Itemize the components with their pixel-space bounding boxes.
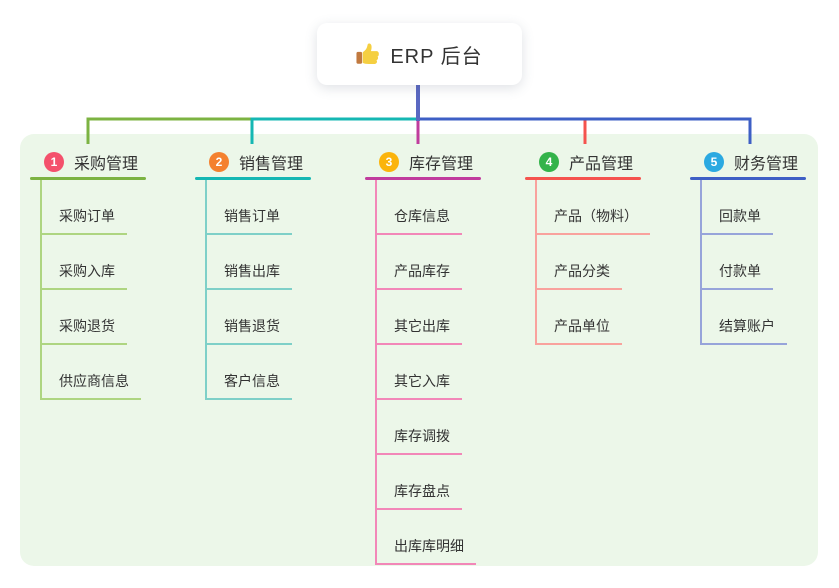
branch-title: 采购管理 bbox=[74, 156, 139, 173]
child-node[interactable]: 其它入库 bbox=[377, 345, 481, 400]
branch-inventory: 3 库存管理 仓库信息产品库存其它出库其它入库库存调拨库存盘点出库库明细 bbox=[365, 149, 481, 565]
branch-header-sales[interactable]: 2 销售管理 bbox=[195, 149, 311, 175]
child-node-label: 付款单 bbox=[702, 261, 773, 290]
branch-number-badge: 2 bbox=[209, 152, 229, 172]
child-node-label: 产品（物料） bbox=[537, 206, 650, 235]
branch-product: 4 产品管理 产品（物料） 产品分类产品单位 bbox=[525, 149, 650, 345]
child-node[interactable]: 付款单 bbox=[702, 235, 806, 290]
branch-children-list: 产品（物料） 产品分类产品单位 bbox=[535, 180, 650, 345]
branch-title: 销售管理 bbox=[239, 156, 304, 173]
child-node-label: 结算账户 bbox=[702, 316, 787, 345]
branch-number-badge: 1 bbox=[44, 152, 64, 172]
branch-underline bbox=[690, 177, 806, 180]
branch-title: 财务管理 bbox=[734, 156, 799, 173]
root-title: ERP 后台 bbox=[390, 45, 483, 68]
branch-sales: 2 销售管理 销售订单销售出库销售退货客户信息 bbox=[195, 149, 311, 400]
thumbs-up-icon bbox=[356, 42, 380, 66]
child-node-label: 客户信息 bbox=[207, 371, 292, 400]
child-node[interactable]: 结算账户 bbox=[702, 290, 806, 345]
branch-header-finance[interactable]: 5 财务管理 bbox=[690, 149, 806, 175]
child-node[interactable]: 供应商信息 bbox=[42, 345, 146, 400]
branch-underline bbox=[195, 177, 311, 180]
branch-underline bbox=[525, 177, 641, 180]
branch-header-product[interactable]: 4 产品管理 bbox=[525, 149, 650, 175]
child-node-label: 销售出库 bbox=[207, 261, 292, 290]
child-node[interactable]: 客户信息 bbox=[207, 345, 311, 400]
child-node-label: 产品库存 bbox=[377, 261, 462, 290]
branch-number-badge: 4 bbox=[539, 152, 559, 172]
branch-title: 库存管理 bbox=[409, 156, 474, 173]
branch-children-list: 销售订单销售出库销售退货客户信息 bbox=[205, 180, 311, 400]
child-node[interactable]: 采购订单 bbox=[42, 180, 146, 235]
child-node[interactable]: 库存盘点 bbox=[377, 455, 481, 510]
child-node[interactable]: 产品分类 bbox=[537, 235, 650, 290]
branch-children-list: 仓库信息产品库存其它出库其它入库库存调拨库存盘点出库库明细 bbox=[375, 180, 481, 565]
branch-number-badge: 5 bbox=[704, 152, 724, 172]
child-node[interactable]: 产品单位 bbox=[537, 290, 650, 345]
child-node[interactable]: 销售订单 bbox=[207, 180, 311, 235]
child-node-label: 采购入库 bbox=[42, 261, 127, 290]
child-node[interactable]: 库存调拨 bbox=[377, 400, 481, 455]
branches-panel bbox=[20, 134, 818, 566]
branch-header-procurement[interactable]: 1 采购管理 bbox=[30, 149, 146, 175]
branch-number-badge: 3 bbox=[379, 152, 399, 172]
child-node-label: 仓库信息 bbox=[377, 206, 462, 235]
child-node[interactable]: 产品（物料） bbox=[537, 180, 650, 235]
branch-underline bbox=[365, 177, 481, 180]
child-node[interactable]: 其它出库 bbox=[377, 290, 481, 345]
root-node[interactable]: ERP 后台 bbox=[317, 23, 522, 85]
child-node-label: 产品单位 bbox=[537, 316, 622, 345]
branch-children-list: 回款单付款单结算账户 bbox=[700, 180, 806, 345]
branch-procurement: 1 采购管理 采购订单采购入库采购退货供应商信息 bbox=[30, 149, 146, 400]
child-node-label: 采购订单 bbox=[42, 206, 127, 235]
child-node[interactable]: 出库库明细 bbox=[377, 510, 481, 565]
child-node-label: 其它入库 bbox=[377, 371, 462, 400]
child-node-label: 销售订单 bbox=[207, 206, 292, 235]
child-node-label: 产品分类 bbox=[537, 261, 622, 290]
child-node[interactable]: 销售退货 bbox=[207, 290, 311, 345]
child-node-label: 其它出库 bbox=[377, 316, 462, 345]
child-node[interactable]: 回款单 bbox=[702, 180, 806, 235]
child-node[interactable]: 仓库信息 bbox=[377, 180, 481, 235]
branch-children-list: 采购订单采购入库采购退货供应商信息 bbox=[40, 180, 146, 400]
child-node[interactable]: 销售出库 bbox=[207, 235, 311, 290]
child-node-label: 库存调拨 bbox=[377, 426, 462, 455]
child-node-label: 库存盘点 bbox=[377, 481, 462, 510]
child-node-label: 销售退货 bbox=[207, 316, 292, 345]
child-node[interactable]: 采购入库 bbox=[42, 235, 146, 290]
child-node-label: 采购退货 bbox=[42, 316, 127, 345]
branch-header-inventory[interactable]: 3 库存管理 bbox=[365, 149, 481, 175]
child-node-label: 出库库明细 bbox=[377, 536, 476, 565]
child-node[interactable]: 产品库存 bbox=[377, 235, 481, 290]
branch-underline bbox=[30, 177, 146, 180]
branch-title: 产品管理 bbox=[569, 156, 634, 173]
branch-finance: 5 财务管理 回款单付款单结算账户 bbox=[690, 149, 806, 345]
child-node[interactable]: 采购退货 bbox=[42, 290, 146, 345]
child-node-label: 供应商信息 bbox=[42, 371, 141, 400]
child-node-label: 回款单 bbox=[702, 206, 773, 235]
